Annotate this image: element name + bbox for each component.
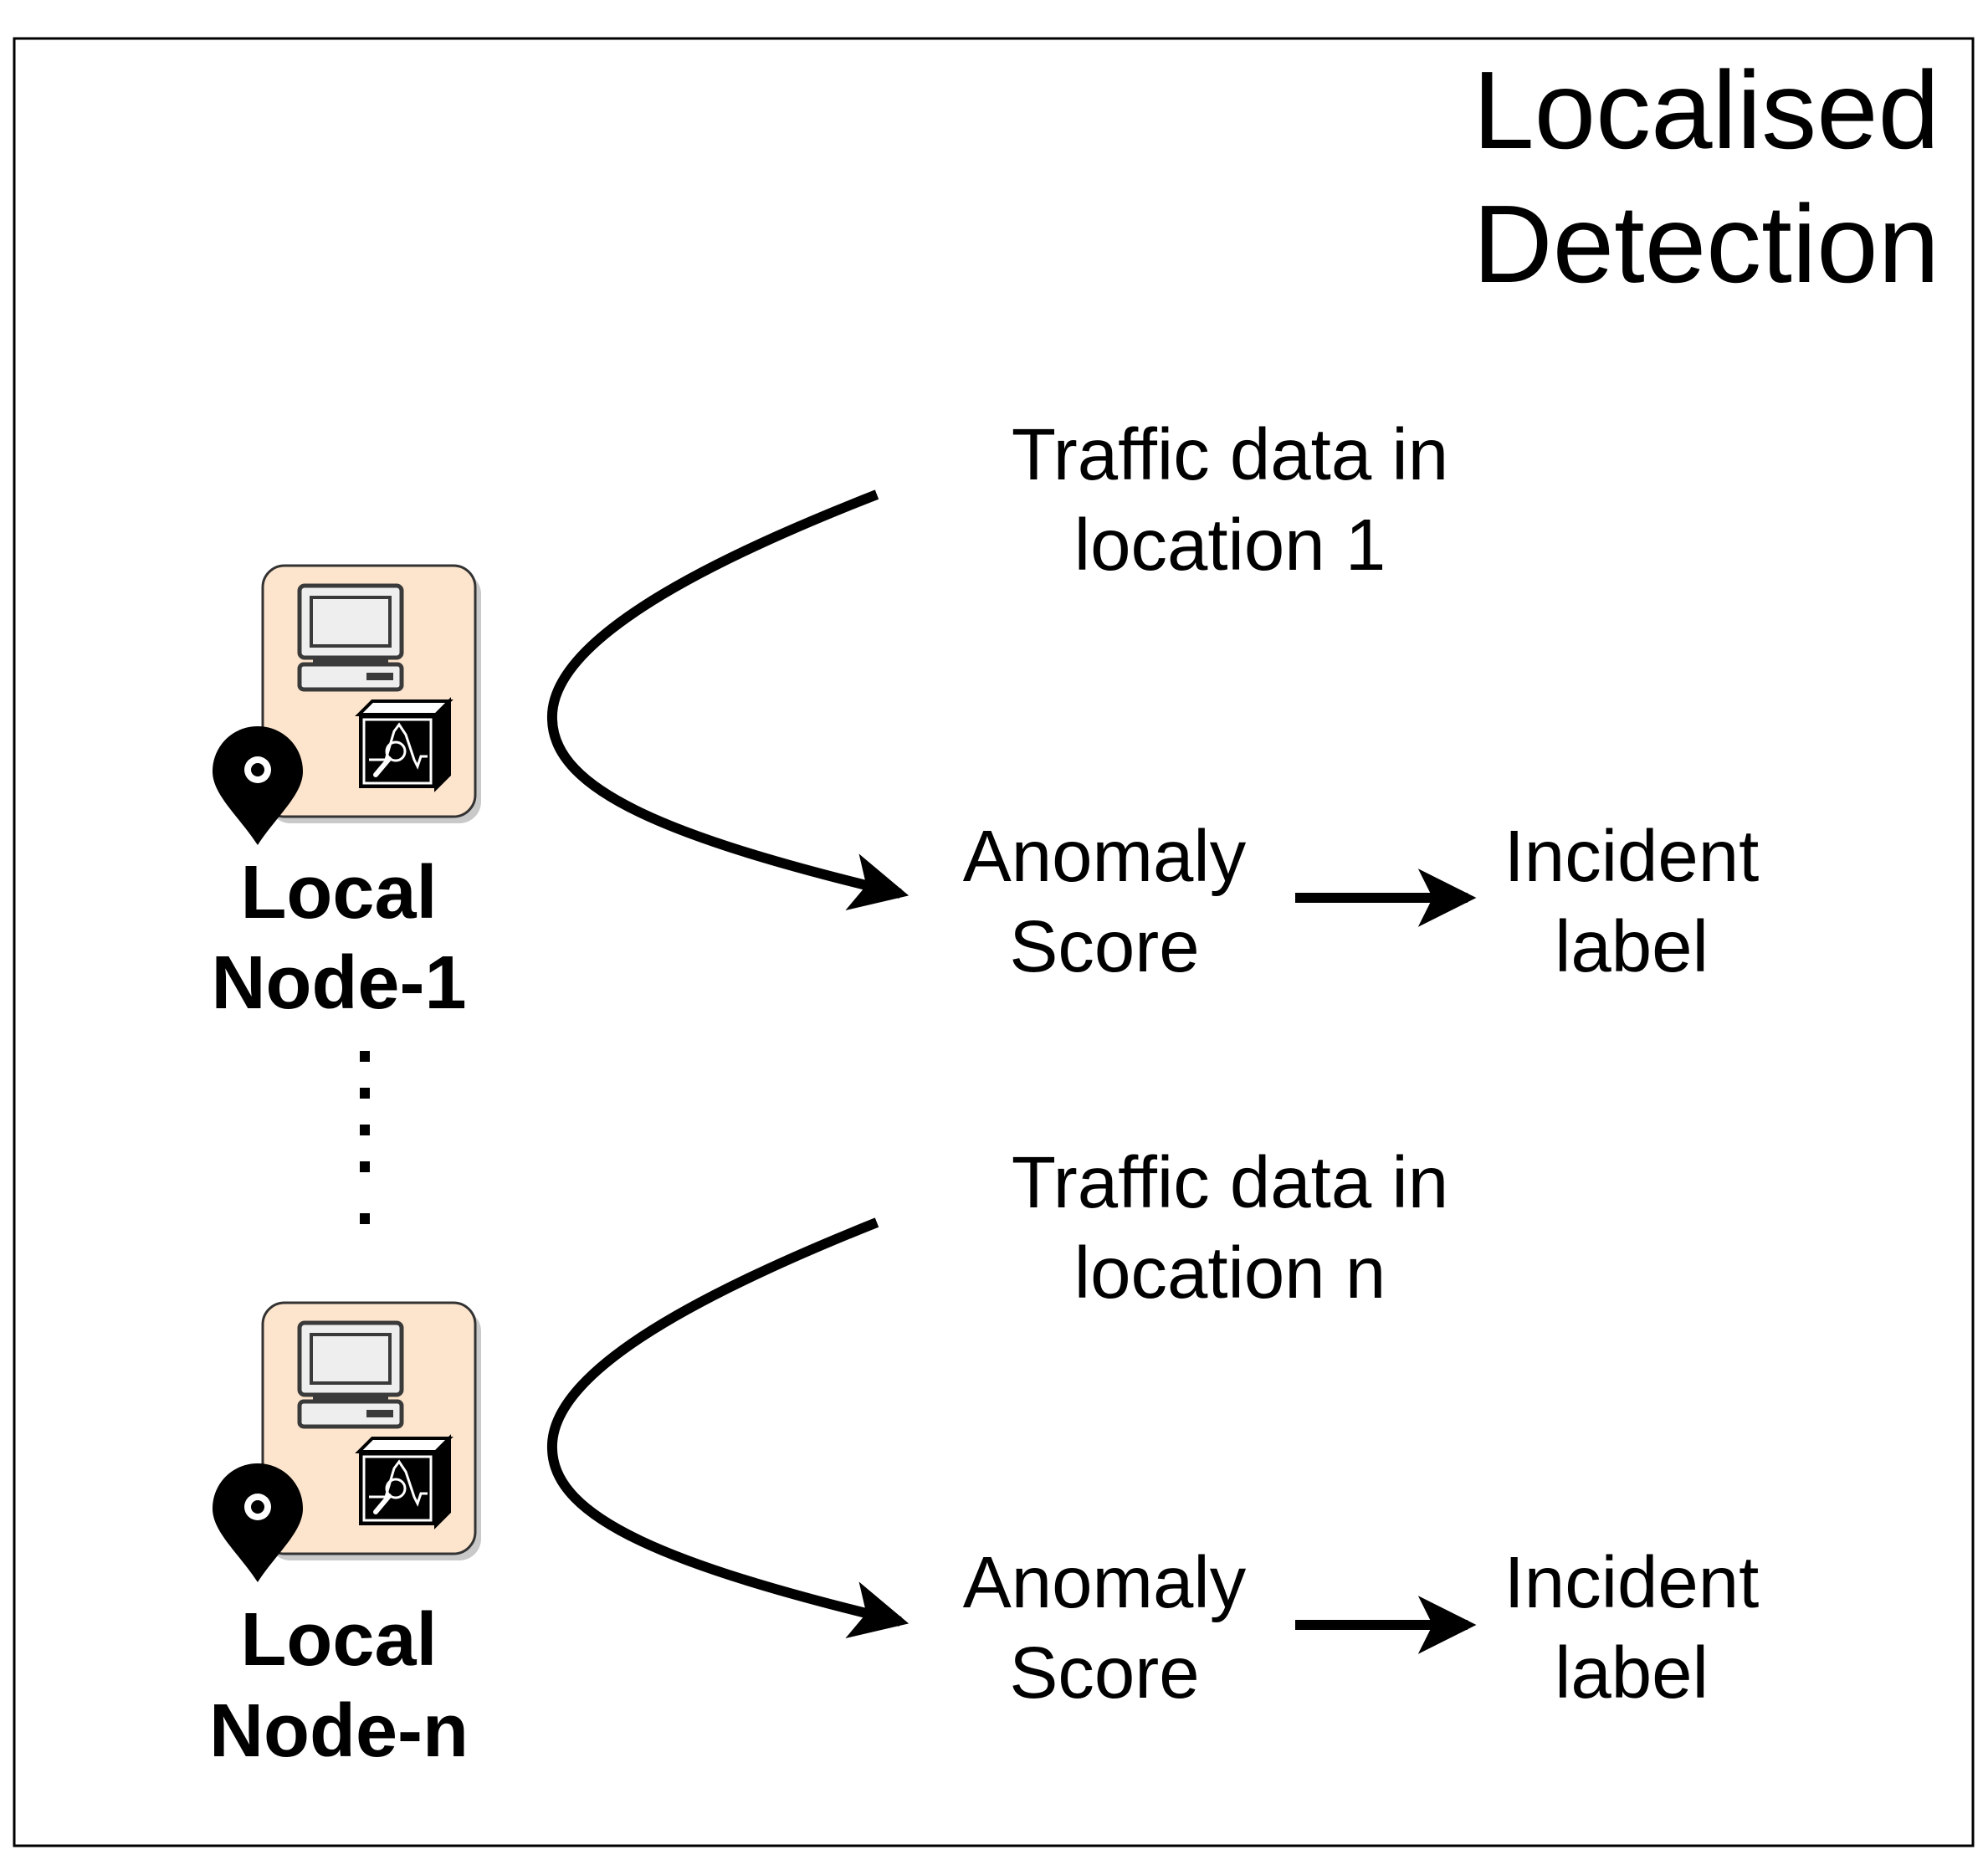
traffic-label-1-line2: location 1 <box>1074 505 1386 586</box>
traffic-to-score-arrow-n <box>546 1217 909 1639</box>
incident-label-1-line2: label <box>1555 906 1709 987</box>
desktop-computer-icon <box>297 583 404 692</box>
incident-label-n-line1: Incident <box>1504 1542 1760 1623</box>
node-card-1 <box>261 564 483 825</box>
diagram-frame <box>13 37 1975 1847</box>
location-pin-icon <box>213 1463 303 1582</box>
anomaly-score-n-line2: Score <box>1009 1632 1199 1714</box>
incident-label-1-line1: Incident <box>1504 816 1760 897</box>
signal-analyzer-icon <box>355 1434 453 1530</box>
node-card-n <box>261 1301 483 1562</box>
signal-analyzer-icon <box>355 697 453 792</box>
traffic-to-score-arrow-1 <box>546 489 909 911</box>
traffic-label-n-line1: Traffic data in <box>1012 1142 1448 1223</box>
anomaly-score-1-line1: Anomaly <box>963 816 1247 897</box>
incident-label-n-line2: label <box>1555 1632 1709 1714</box>
traffic-label-n-line2: location n <box>1074 1232 1386 1314</box>
location-pin-icon <box>213 726 303 845</box>
diagram-title-line1: Localised <box>1473 49 1939 172</box>
node-n-name-line2: Node-n <box>209 1689 469 1773</box>
desktop-computer-icon <box>297 1320 404 1429</box>
traffic-label-1-line1: Traffic data in <box>1012 414 1448 495</box>
diagram-title-line2: Detection <box>1473 182 1939 305</box>
local-node-n: Local Node-n Traffic data in location n … <box>209 1142 1759 1773</box>
anomaly-score-n-line1: Anomaly <box>963 1542 1247 1623</box>
vertical-ellipsis <box>360 1051 370 1224</box>
node-n-name-line1: Local <box>240 1598 437 1682</box>
node-1-name-line1: Local <box>240 851 437 935</box>
local-node-1: Local Node-1 Traffic data in location 1 … <box>211 414 1759 1025</box>
node-1-name-line2: Node-1 <box>211 941 466 1025</box>
anomaly-score-1-line2: Score <box>1009 906 1199 987</box>
